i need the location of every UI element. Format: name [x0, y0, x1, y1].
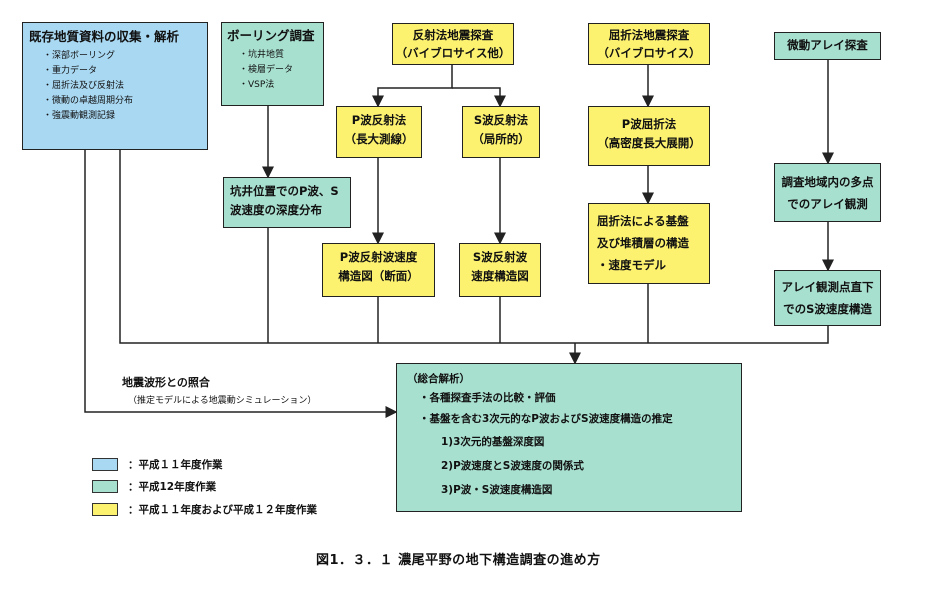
- box-borehole-velocity: 坑井位置でのP波、S 波速度の深度分布: [223, 177, 351, 228]
- box-line: （バイブロサイス他）: [395, 46, 511, 60]
- box-line: （長大測線）: [344, 132, 414, 146]
- list-item: ・VSP法: [239, 80, 275, 90]
- box-basement-structure: 屈折法による基盤 及び堆積層の構造 ・速度モデル: [588, 203, 710, 284]
- box-line: 坑井位置でのP波、S: [230, 184, 339, 198]
- legend-text-blue: ：平成１１年度作業: [128, 459, 223, 471]
- list-item: ・重力データ: [43, 66, 98, 76]
- box-line: ・速度モデル: [597, 258, 666, 272]
- box-s-velocity-map: S波反射波 速度構造図: [459, 243, 541, 297]
- box-existing-data: 既存地質資料の収集・解析 ・深部ボーリング ・重力データ ・屈折法及び反射法 ・…: [22, 22, 208, 150]
- merge-line: [119, 150, 829, 344]
- box-line: 3)P波・S波速度構造図: [441, 484, 553, 496]
- box-line: 1)3次元的基盤深度図: [441, 436, 545, 448]
- box-line: 調査地域内の多点: [781, 175, 874, 189]
- box-line: でのS波速度構造: [783, 302, 872, 316]
- box-p-reflection: P波反射法 （長大測線）: [336, 106, 422, 158]
- arrow-hansha-to-s: [452, 87, 506, 108]
- box-line: S波反射波: [472, 250, 528, 264]
- list-item: ・検層データ: [239, 65, 294, 75]
- box-title: 既存地質資料の収集・解析: [29, 29, 180, 44]
- box-line: でのアレイ観測: [787, 197, 868, 211]
- list-item: ・強震動観測記録: [43, 111, 116, 121]
- box-line: 反射法地震探査: [412, 28, 494, 42]
- box-line: 屈折法による基盤: [597, 214, 689, 228]
- box-line: S波反射法: [473, 113, 529, 127]
- legend-text-yellow: ：平成１１年度および平成１２年度作業: [128, 504, 317, 516]
- legend-swatch-green: [92, 480, 118, 493]
- box-line: 構造図（断面）: [338, 269, 419, 283]
- box-microtremor-survey: 微動アレイ探査: [774, 32, 881, 60]
- box-line: 2)P波速度とS波速度の関係式: [441, 460, 584, 472]
- box-line: （バイブロサイス）: [597, 46, 701, 60]
- box-title: ボーリング調査: [227, 28, 315, 43]
- list-item: ・坑井地質: [239, 50, 285, 60]
- box-p-refraction: P波屈折法 （高密度長大展開）: [588, 106, 710, 166]
- box-boring-survey: ボーリング調査 ・坑井地質 ・検層データ ・VSP法: [221, 22, 324, 106]
- legend-swatch-yellow: [92, 503, 118, 516]
- box-line: （高密度長大展開）: [597, 136, 701, 150]
- list-item: ・屈折法及び反射法: [43, 81, 125, 91]
- box-array-observation: 調査地域内の多点 でのアレイ観測: [774, 163, 881, 222]
- box-reflection-survey: 反射法地震探査 （バイブロサイス他）: [392, 23, 514, 65]
- box-array-s-velocity: アレイ観測点直下 でのS波速度構造: [774, 270, 881, 326]
- arrow-kizon-to-sougou: [84, 150, 398, 418]
- legend-swatch-blue: [92, 458, 118, 471]
- box-line: ・各種探査手法の比較・評価: [419, 392, 556, 404]
- box-line: P波反射法: [351, 113, 407, 127]
- box-line: 屈折法地震探査: [608, 28, 690, 42]
- box-line: P波反射波速度: [339, 250, 418, 264]
- box-line: P波屈折法: [621, 117, 677, 131]
- legend-text-green: ：平成12年度作業: [128, 481, 217, 493]
- box-line: アレイ観測点直下: [781, 280, 874, 294]
- box-s-reflection: S波反射法 （局所的）: [462, 106, 540, 158]
- box-line: ・基盤を含む3次元的なP波およびS波速度構造の推定: [419, 413, 673, 425]
- box-line: 及び堆積層の構造: [597, 236, 689, 250]
- box-comprehensive-analysis: （総合解析） ・各種探査手法の比較・評価 ・基盤を含む3次元的なP波およびS波速…: [396, 363, 742, 512]
- box-line: 波速度の深度分布: [230, 203, 322, 217]
- box-line: 微動アレイ探査: [787, 38, 868, 52]
- box-title: （総合解析）: [407, 373, 470, 385]
- box-line: 速度構造図: [471, 269, 529, 283]
- list-item: ・微動の卓越周期分布: [43, 96, 134, 106]
- box-line: （局所的）: [472, 132, 530, 146]
- list-item: ・深部ボーリング: [43, 51, 116, 61]
- figure-caption: 図1．３．１ 濃尾平野の地下構造調査の進め方: [316, 553, 601, 568]
- arrow-hansha-to-p: [372, 65, 453, 108]
- box-refraction-survey: 屈折法地震探査 （バイブロサイス）: [588, 23, 710, 65]
- waveform-comparison-label: 地震波形との照合: [122, 376, 210, 389]
- simulation-sublabel: （推定モデルによる地震動シミュレーション）: [128, 396, 317, 406]
- box-p-velocity-section: P波反射波速度 構造図（断面）: [322, 243, 435, 297]
